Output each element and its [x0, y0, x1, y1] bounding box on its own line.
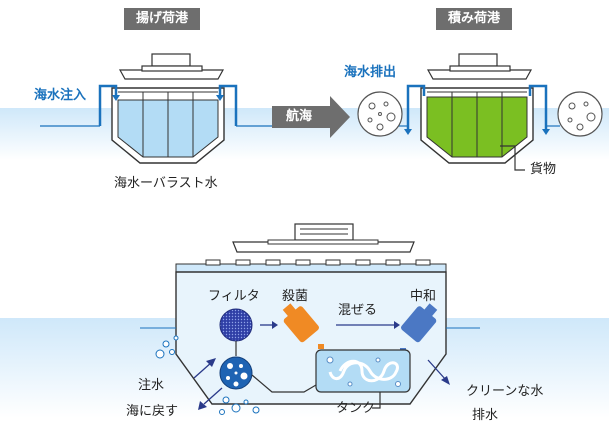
- filter-mesh: [219, 308, 253, 342]
- discharge-pipe-right: [528, 84, 548, 130]
- discharge-pipe-left: [406, 84, 426, 130]
- right-intake-pipe: [218, 84, 238, 126]
- unloading-port-label: 揚げ荷港: [124, 8, 201, 30]
- neutralize-label: 中和: [410, 289, 437, 304]
- tank-label: タンク: [336, 401, 376, 416]
- neutralizer-bottle: [401, 303, 438, 343]
- left-ship: [40, 53, 300, 164]
- tank: [315, 349, 411, 393]
- organisms-left: [357, 91, 403, 137]
- intake-label: 注水: [138, 378, 165, 393]
- voyage-arrow: [272, 96, 350, 138]
- sea-organisms-bottom: [155, 335, 260, 415]
- cargo-leader: [500, 145, 525, 171]
- mix-label: 混ぜる: [338, 303, 378, 318]
- sterilizer-bottle: [282, 303, 319, 343]
- sterilize-label: 殺菌: [282, 289, 309, 304]
- left-intake-pipe: [98, 84, 118, 126]
- voyage-label: 航海: [286, 109, 313, 124]
- organisms-right: [557, 91, 603, 137]
- cargo-label: 貨物: [530, 162, 557, 177]
- discharge-label: 排水: [472, 408, 499, 423]
- return-to-sea-label: 海に戻す: [126, 404, 179, 419]
- filter-label: フィルタ: [208, 289, 260, 304]
- intake-organisms: [219, 356, 253, 390]
- right-ship: [393, 53, 560, 171]
- clean-water-label: クリーンな水: [466, 384, 544, 399]
- ballast-water-label: 海水ーバラスト水: [114, 176, 218, 191]
- loading-port-label: 積み荷港: [436, 8, 513, 30]
- seawater-intake-label: 海水注入: [34, 88, 87, 103]
- seawater-discharge-label: 海水排出: [344, 65, 397, 80]
